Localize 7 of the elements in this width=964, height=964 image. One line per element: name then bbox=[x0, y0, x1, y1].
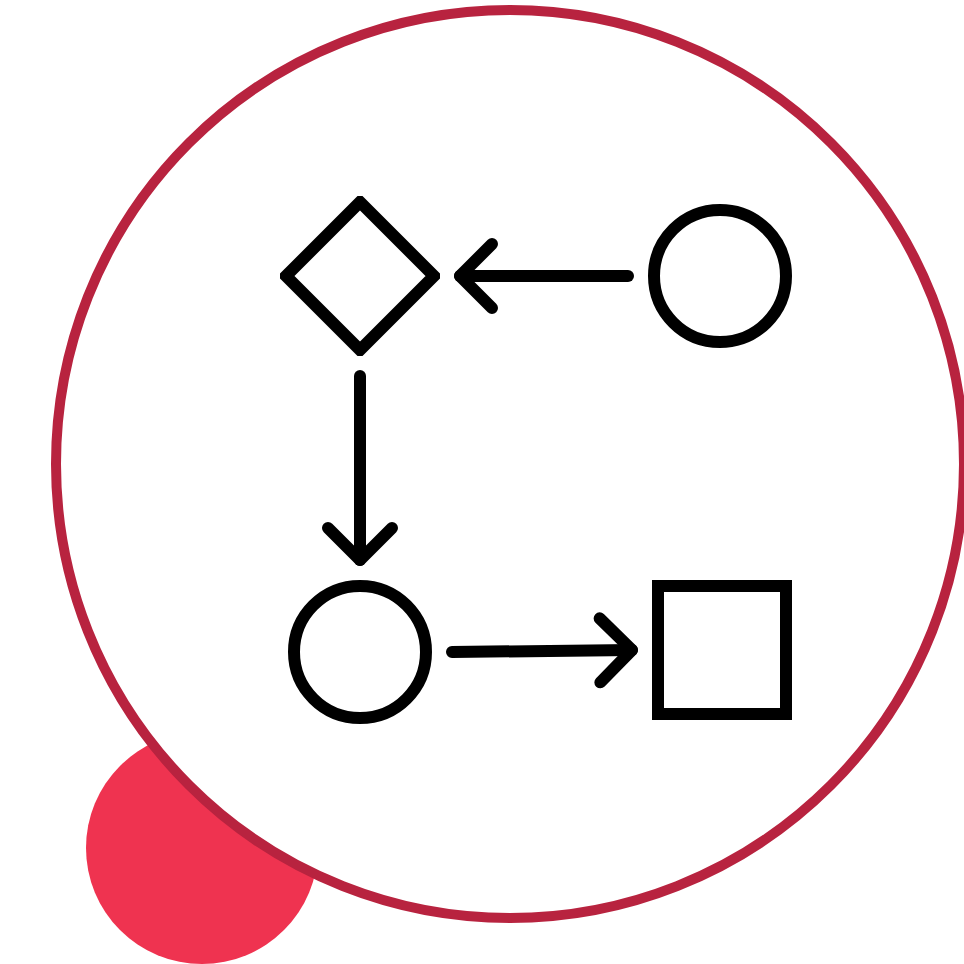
arrow bbox=[446, 612, 638, 689]
circle-shape bbox=[648, 204, 792, 348]
arrow bbox=[322, 370, 398, 566]
arrow bbox=[454, 238, 634, 314]
box-shape bbox=[652, 580, 792, 720]
diamond-shape bbox=[280, 196, 440, 356]
circle-shape bbox=[288, 580, 432, 724]
